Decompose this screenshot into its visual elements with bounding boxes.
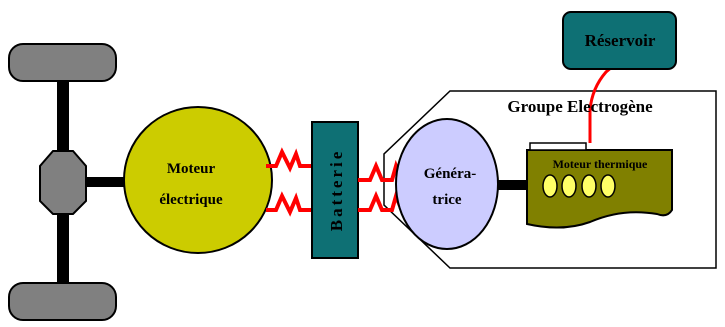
- wheel-top: [8, 43, 117, 82]
- wire-bottom-right: [358, 189, 402, 212]
- fuel-line: [588, 60, 619, 143]
- differential: [39, 150, 87, 215]
- engine-top-bar: [529, 142, 587, 151]
- wheel-bottom: [8, 282, 117, 321]
- cylinder-4: [600, 174, 616, 198]
- wire-bottom-left: [266, 191, 312, 217]
- generator-label-line1: Généra-: [424, 166, 476, 182]
- engine-label: Moteur thermique: [553, 157, 648, 171]
- fuel-tank: [562, 11, 677, 70]
- battery: [311, 121, 359, 259]
- engine-cylinders: [542, 174, 616, 198]
- motor-battery-wires: [266, 147, 312, 217]
- thermal-engine: [526, 149, 673, 229]
- vehicle-axle: [8, 43, 117, 321]
- engine-shaft: [497, 180, 527, 190]
- electric-motor: [123, 106, 273, 254]
- tank-label: Réservoir: [585, 31, 656, 50]
- cylinder-3: [581, 174, 597, 198]
- wire-top-right: [358, 159, 402, 182]
- motor-label-line2: électrique: [159, 192, 223, 208]
- wire-top-left: [266, 147, 312, 173]
- drive-shaft: [86, 177, 126, 187]
- generator-label-line2: trice: [432, 192, 461, 208]
- cylinder-2: [561, 174, 577, 198]
- cylinder-1: [542, 174, 558, 198]
- generator: [395, 118, 499, 250]
- motor-label-line1: Moteur: [167, 161, 216, 177]
- group-label: Groupe Electrogène: [507, 97, 653, 116]
- battery-label: Batterie: [327, 149, 346, 232]
